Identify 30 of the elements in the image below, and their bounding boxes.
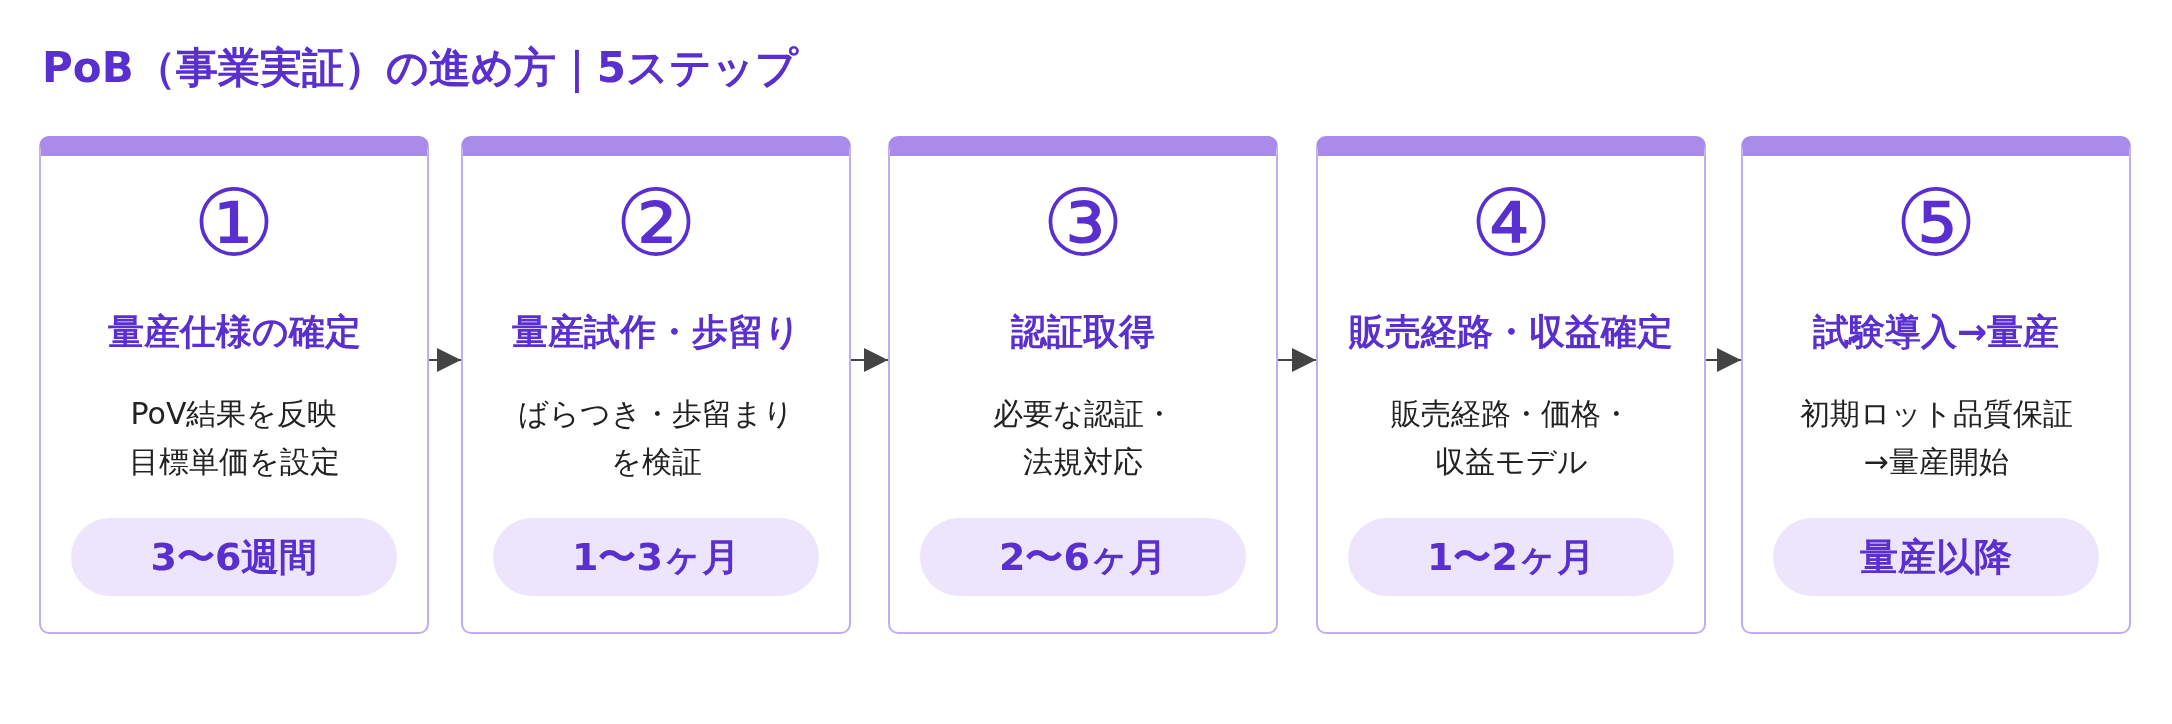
- arrow: [428, 348, 462, 372]
- step-number: ④: [1469, 170, 1553, 277]
- step-description: 必要な認証・法規対応: [991, 395, 1175, 481]
- step-card: [461, 136, 851, 634]
- step-title: 認証取得: [1011, 311, 1155, 352]
- arrow: [850, 348, 889, 372]
- duration-pill: 1〜3ヶ月: [493, 518, 819, 596]
- step-number: ⑤: [1894, 170, 1978, 277]
- diagram-title: PoB（事業実証）の進め方｜5ステップ: [42, 42, 798, 95]
- arrow: [1277, 348, 1317, 372]
- duration-pill: 量産以降: [1773, 518, 2099, 596]
- duration-pill: 1〜2ヶ月: [1348, 518, 1674, 596]
- step-title: 販売経路・収益確定: [1349, 311, 1673, 352]
- duration-pill: 3〜6週間: [71, 518, 397, 596]
- step-description: 販売経路・価格・収益モデル: [1390, 395, 1632, 481]
- step-number: ②: [614, 170, 698, 277]
- step-description: ばらつき・歩留まりを検証: [517, 395, 795, 481]
- step-number: ③: [1041, 170, 1125, 277]
- step-title: 試験導入→量産: [1812, 311, 2060, 352]
- step-description: 初期ロット品質保証→量産開始: [1798, 395, 2074, 481]
- step-description: PoV結果を反映目標単価を設定: [127, 395, 341, 481]
- step-card: [1316, 136, 1706, 634]
- arrow: [1705, 348, 1742, 372]
- step-title: 量産試作・歩留り: [511, 311, 801, 352]
- step-card: [888, 136, 1278, 634]
- step-card: [39, 136, 429, 634]
- step-number: ①: [192, 170, 276, 277]
- step-title: 量産仕様の確定: [107, 311, 361, 352]
- step-card: [1741, 136, 2131, 634]
- duration-pill: 2〜6ヶ月: [920, 518, 1246, 596]
